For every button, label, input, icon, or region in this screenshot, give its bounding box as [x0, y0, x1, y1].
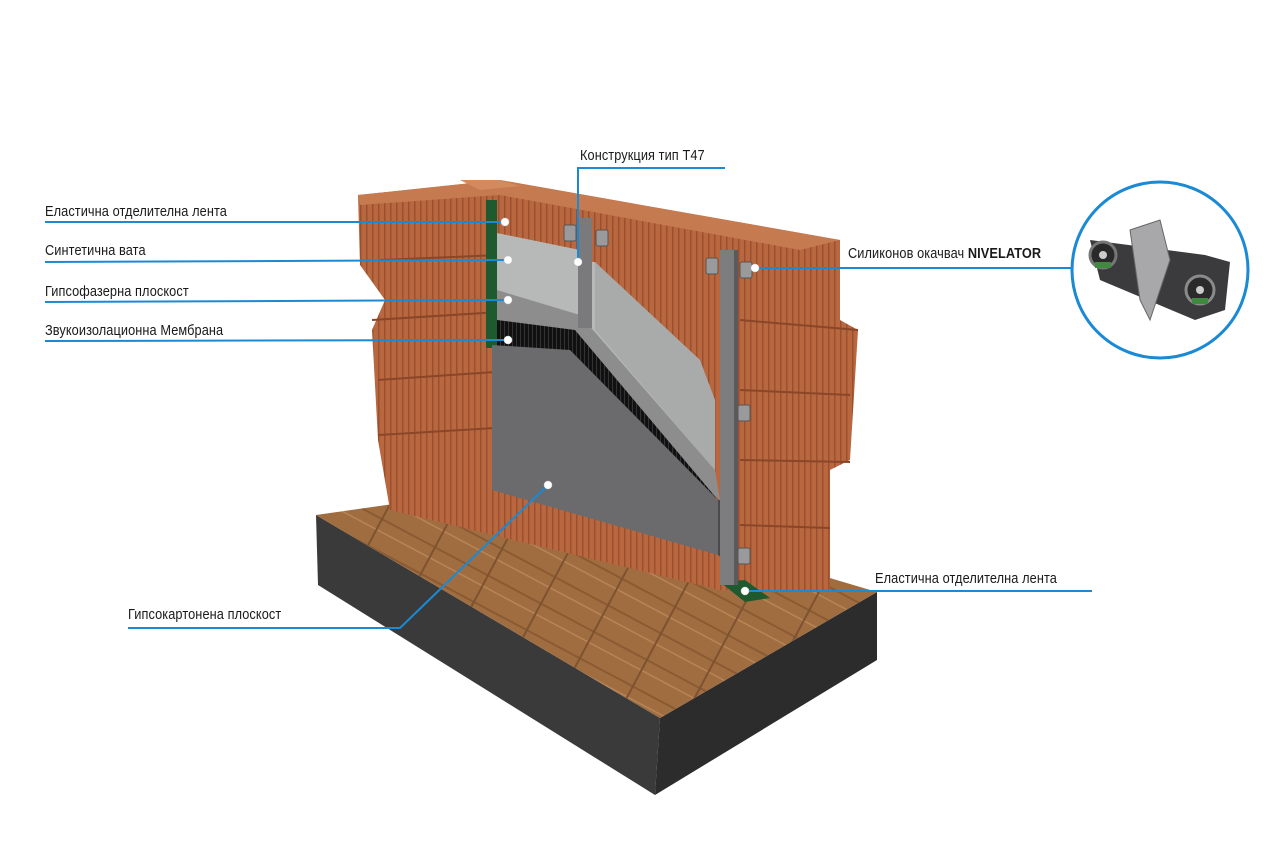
leader-fiberboard: [44, 299, 509, 303]
drywall-board: [492, 345, 718, 555]
label-structure-t47: Конструкция тип Т47: [580, 148, 705, 164]
wool-panel-right: [595, 262, 715, 470]
leader-dots: [500, 217, 760, 596]
nivelator-detail-circle: [1070, 180, 1250, 360]
elastic-tape-vertical: [486, 200, 497, 348]
label-gypsum-fiber-board: Гипсофазерна плоскост: [45, 284, 189, 300]
wood-floor: [316, 486, 877, 718]
concrete-slab: [316, 515, 877, 795]
hanger-brand: NIVELATOR: [967, 246, 1042, 262]
leader-wool: [44, 259, 509, 263]
leader-membrane: [44, 339, 509, 342]
label-drywall: Гипсокартонена плоскост: [128, 607, 282, 623]
leader-structure: [577, 167, 725, 262]
leader-lines: [44, 167, 1092, 629]
label-elastic-tape-bottom: Еластична отделителна лента: [875, 571, 1057, 587]
leader-drywall: [128, 484, 549, 629]
t47-profile: [578, 218, 738, 585]
label-elastic-tape-top: Еластична отделителна лента: [45, 204, 227, 220]
label-acoustic-membrane: Звукоизолационна Мембрана: [45, 323, 224, 339]
hanger-prefix: Силиконов окачвач: [848, 246, 965, 262]
label-silicone-hanger: Силиконов окачвач NIVELATOR: [848, 246, 1041, 262]
label-synthetic-wool: Синтетична вата: [45, 243, 146, 259]
